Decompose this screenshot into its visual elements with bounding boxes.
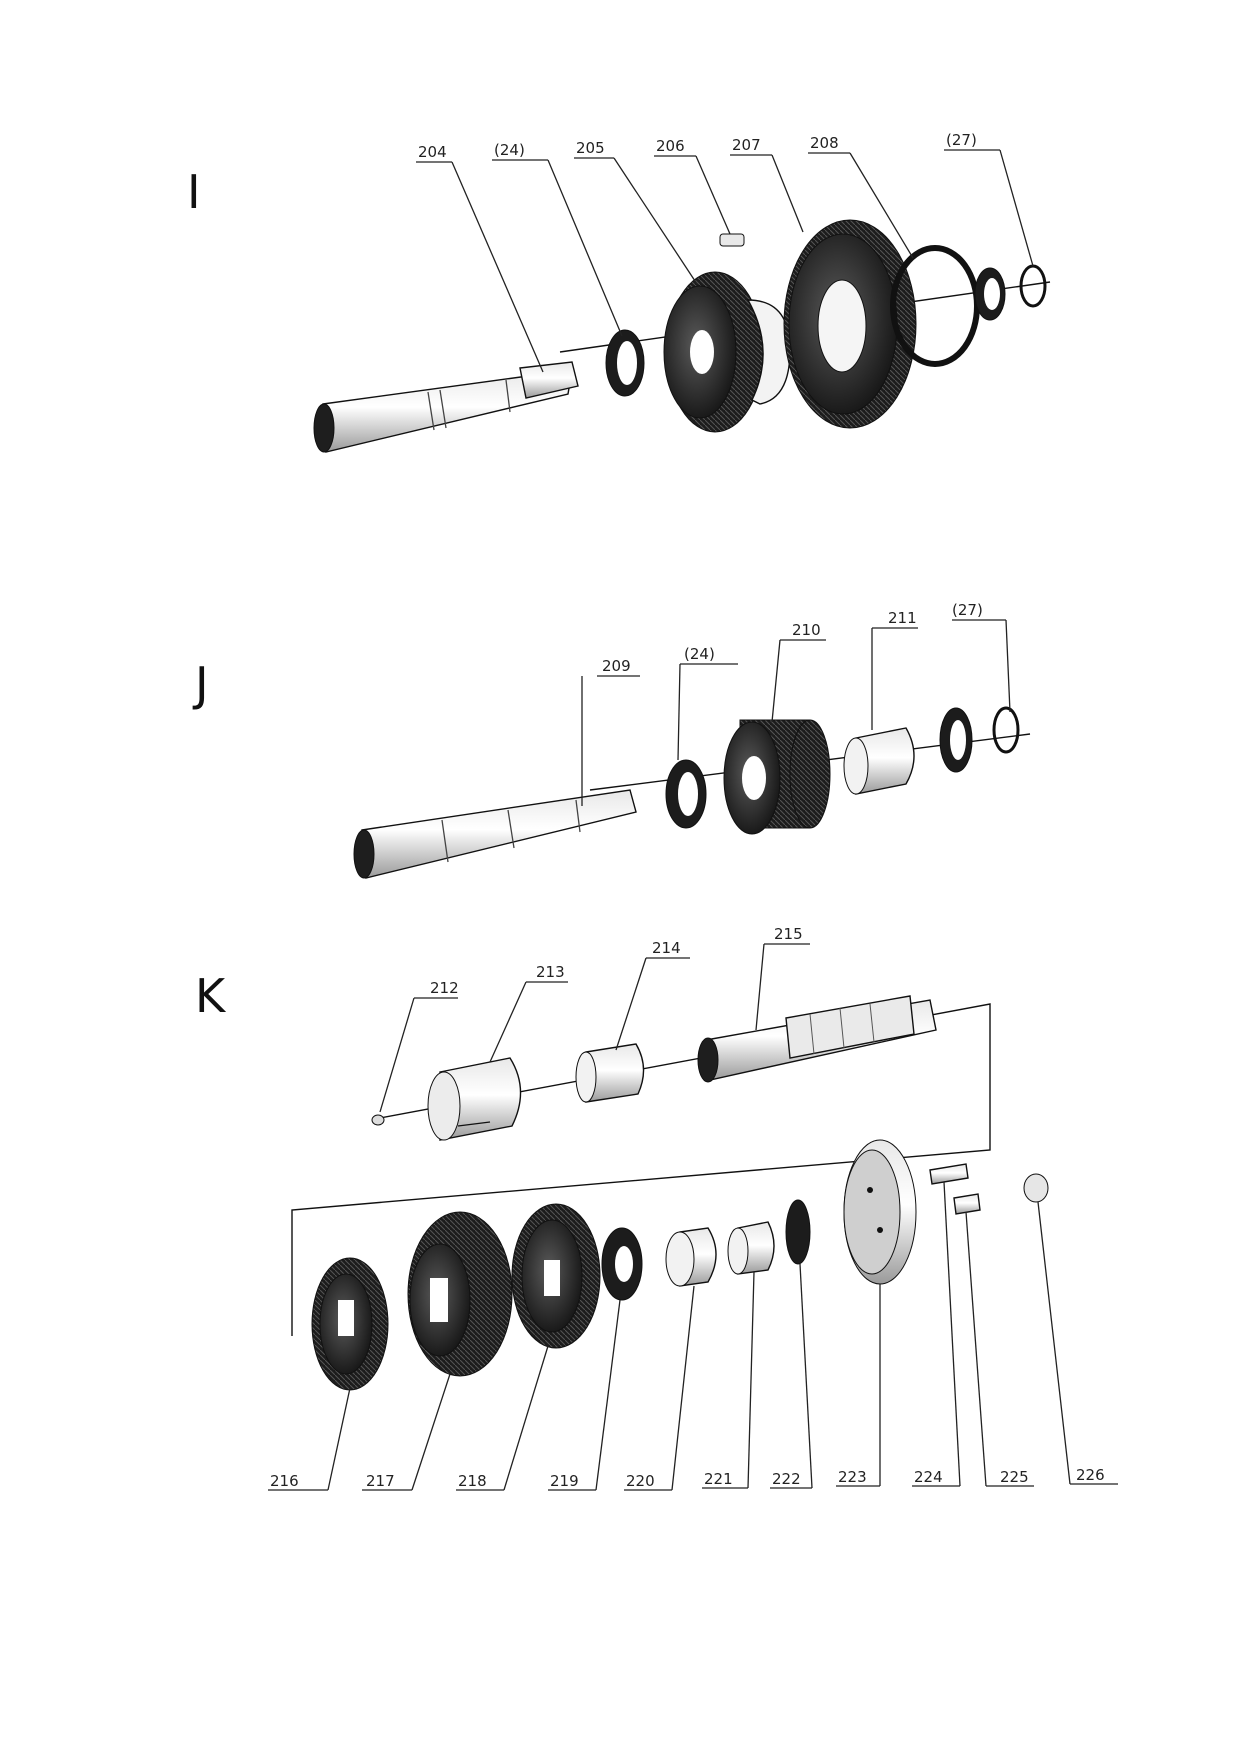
callout-224: 224 [912, 1181, 961, 1487]
callout-213: 213 [489, 963, 568, 1063]
label-205: 205 [576, 139, 605, 157]
callout-27-i: (27) [944, 131, 1034, 267]
part-214-sleeve [575, 1043, 645, 1103]
callout-222: 222 [770, 1263, 813, 1489]
label-210: 210 [792, 621, 821, 639]
part-24-washer-j [665, 759, 707, 829]
label-226: 226 [1076, 1466, 1105, 1484]
part-washer-j [939, 707, 973, 773]
label-219: 219 [550, 1472, 579, 1490]
label-204: 204 [418, 143, 447, 161]
label-218: 218 [458, 1472, 487, 1490]
label-223: 223 [838, 1468, 867, 1486]
callout-216: 216 [268, 1387, 351, 1491]
label-214: 214 [652, 939, 681, 957]
section-letter-j: J [192, 657, 209, 711]
part-211-sleeve [843, 727, 915, 795]
label-27-i: (27) [946, 131, 977, 149]
part-224-bolt [929, 1163, 969, 1185]
part-24-washer-i [605, 329, 645, 397]
callout-218: 218 [456, 1345, 549, 1491]
part-207-gear [783, 219, 917, 429]
part-washer-i [974, 267, 1006, 321]
label-220: 220 [626, 1472, 655, 1490]
callout-226: 226 [1037, 1201, 1118, 1485]
callout-217: 217 [362, 1373, 451, 1491]
label-206: 206 [656, 137, 685, 155]
callout-221: 221 [702, 1271, 755, 1489]
part-206-key [719, 233, 745, 247]
part-222-disc [785, 1199, 811, 1265]
callout-220: 220 [624, 1285, 695, 1491]
label-207: 207 [732, 136, 761, 154]
section-j: J [192, 601, 1031, 879]
label-212: 212 [430, 979, 459, 997]
label-216: 216 [270, 1472, 299, 1490]
label-24-j: (24) [684, 645, 715, 663]
section-k: K [195, 925, 1118, 1491]
label-217: 217 [366, 1472, 395, 1490]
callout-207: 207 [730, 136, 804, 233]
part-213-hub [427, 1057, 522, 1141]
part-212-pin [371, 1114, 385, 1126]
callout-206: 206 [654, 137, 731, 235]
part-225-pin [953, 1193, 981, 1215]
part-223-flange [843, 1139, 917, 1285]
part-218-gear [511, 1203, 601, 1349]
callout-223: 223 [836, 1284, 881, 1487]
label-208: 208 [810, 134, 839, 152]
part-216-gear [311, 1257, 389, 1391]
part-219-bearing [601, 1227, 643, 1301]
callout-212: 212 [379, 979, 459, 1113]
section-letter-i: I [187, 165, 201, 219]
label-213: 213 [536, 963, 565, 981]
part-204-shaft [313, 361, 579, 453]
callout-215: 215 [755, 925, 810, 1031]
callout-210: 210 [771, 621, 826, 723]
callout-205: 205 [574, 139, 698, 285]
callout-208: 208 [808, 134, 914, 259]
label-209: 209 [602, 657, 631, 675]
section-i: I [187, 131, 1051, 453]
label-225: 225 [1000, 1468, 1029, 1486]
callout-225: 225 [965, 1211, 1034, 1487]
part-205-gear [663, 271, 791, 433]
callout-24-i: (24) [492, 141, 623, 337]
part-27-retaining-ring-j [992, 706, 1020, 754]
callout-204: 204 [416, 143, 544, 373]
label-211: 211 [888, 609, 917, 627]
callout-211: 211 [871, 609, 918, 730]
part-209-shaft [353, 789, 637, 879]
callout-214: 214 [615, 939, 690, 1051]
label-215: 215 [774, 925, 803, 943]
label-27-j: (27) [952, 601, 983, 619]
part-221-sleeve [727, 1221, 775, 1275]
label-224: 224 [914, 1468, 943, 1486]
callout-24-j: (24) [677, 645, 738, 761]
label-222: 222 [772, 1470, 801, 1488]
label-221: 221 [704, 1470, 733, 1488]
part-215-spline-shaft [697, 995, 937, 1083]
callout-219: 219 [548, 1299, 621, 1491]
callout-27-j: (27) [952, 601, 1011, 713]
part-217-gear [407, 1211, 513, 1377]
callout-209: 209 [581, 657, 640, 806]
part-210-gear [723, 719, 831, 835]
part-220-bushing [665, 1227, 717, 1287]
part-226-nut [1023, 1173, 1049, 1203]
section-letter-k: K [195, 969, 227, 1023]
label-24-i: (24) [494, 141, 525, 159]
